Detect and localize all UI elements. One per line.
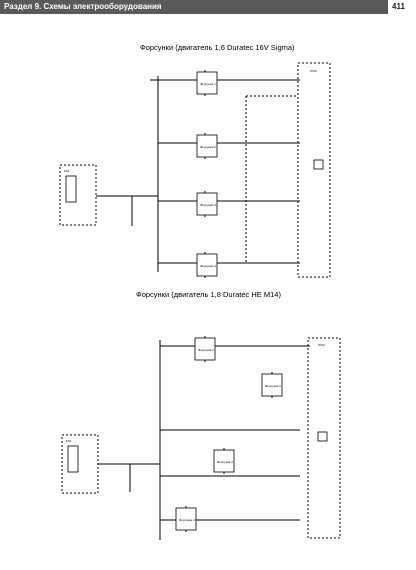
injector-2-box — [196, 134, 218, 158]
diagram2-title: Форсунки (двигатель 1,8 Duratec HE M14) — [136, 290, 281, 299]
d2-ecu-ground-symbol — [317, 431, 328, 442]
d1-relay-label: FS1 — [64, 169, 70, 173]
header-bar — [0, 0, 388, 14]
d1-inj-label-1: Форсунка 1 — [200, 82, 216, 86]
relay-coil-box — [65, 175, 77, 203]
diagram2-injectors — [67, 337, 328, 531]
d1-inj-label-4: Форсунка 4 — [200, 264, 216, 268]
injector-3-box — [196, 192, 218, 216]
diagram2-schematic — [61, 336, 341, 540]
d2-inj-label-4: Форсунка 4 — [179, 518, 195, 522]
d1-inj-label-3: Форсунка 3 — [200, 203, 216, 207]
diagram2-labels: Форсунка 1 Форсунка 2 Форсунка 3 Форсунк… — [66, 343, 325, 522]
d2-ecu-label: PCM — [318, 343, 325, 347]
d1-ecu-label: PCM — [310, 69, 317, 73]
section-title: Раздел 9. Схемы электрооборудования — [4, 2, 162, 11]
ecu-ground-symbol — [313, 159, 324, 170]
d2-relay-coil-box — [67, 445, 79, 473]
d2-injector-4-box — [175, 507, 197, 531]
d2-inj-label-3: Форсунка 3 — [217, 460, 233, 464]
injector-4-box — [196, 253, 218, 277]
d2-inj-label-1: Форсунка 1 — [198, 348, 214, 352]
d2-injector-3-box — [213, 449, 235, 473]
page-header: Раздел 9. Схемы электрооборудования 411 — [0, 0, 416, 14]
injector-1-box — [196, 71, 218, 95]
page-number: 411 — [392, 2, 405, 11]
diagram1-schematic — [59, 62, 331, 278]
d2-injector-2-box — [261, 373, 283, 397]
d2-relay-label: FS1 — [66, 439, 72, 443]
d2-injector-1-box — [194, 337, 216, 361]
d1-inj-label-2: Форсунка 2 — [200, 145, 216, 149]
d2-inj-label-2: Форсунка 2 — [265, 384, 281, 388]
diagram1-labels: Форсунка 1 Форсунка 2 Форсунка 3 Форсунк… — [64, 69, 317, 268]
diagram1-injectors — [65, 71, 324, 277]
diagram1-title: Форсунки (двигатель 1,6 Duratec 16V Sigm… — [140, 43, 295, 52]
